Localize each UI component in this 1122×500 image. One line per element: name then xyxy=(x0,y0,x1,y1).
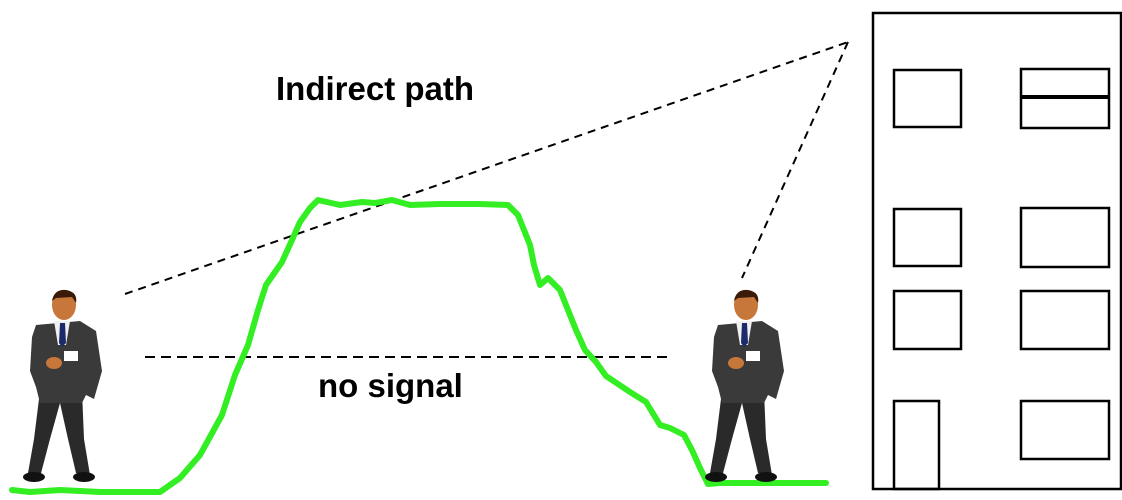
building-window xyxy=(892,207,963,268)
building-window xyxy=(892,68,963,129)
terrain-mountain xyxy=(9,197,829,495)
left-person-businessman-icon xyxy=(23,289,102,482)
building-icon xyxy=(871,11,1122,491)
right-person-businessman-icon xyxy=(705,289,784,482)
building-window xyxy=(892,289,963,351)
building-window xyxy=(1019,206,1111,269)
indirect-path-line-from-building xyxy=(741,41,849,279)
indirect-path-line-to-building xyxy=(124,41,849,295)
building-window xyxy=(1019,399,1111,461)
no-signal-label: no signal xyxy=(318,367,463,404)
building-door xyxy=(892,399,941,491)
building-window xyxy=(1019,289,1111,351)
indirect-path-label: Indirect path xyxy=(276,70,474,107)
